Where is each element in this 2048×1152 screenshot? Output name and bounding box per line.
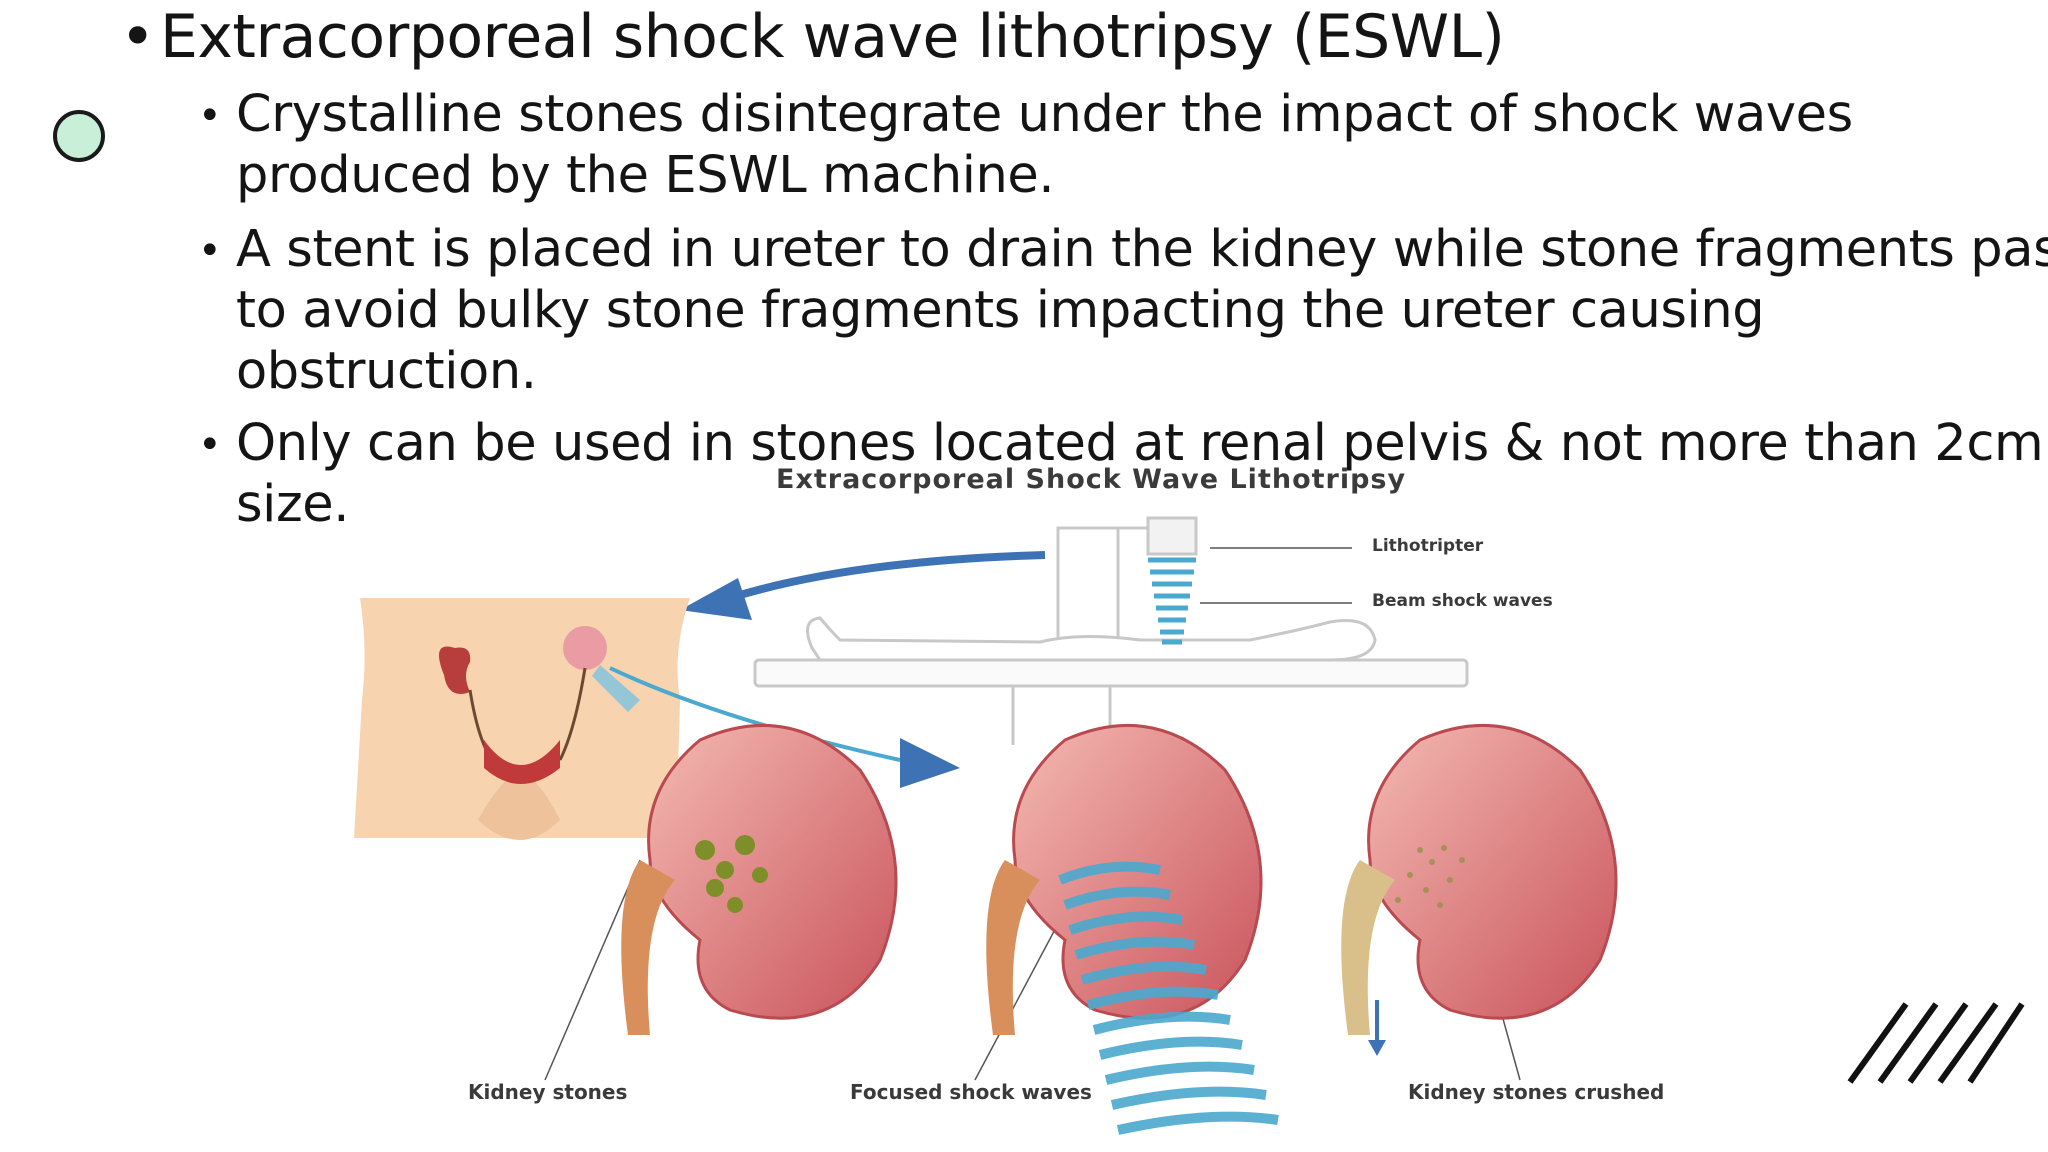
kidney-2 xyxy=(986,723,1263,1035)
label-lithotripter: Lithotripter xyxy=(1372,536,1484,556)
label-beam-shock-waves: Beam shock waves xyxy=(1372,591,1553,611)
bullet-dot: • xyxy=(198,93,222,139)
sub-bullet-3-line-2: size. xyxy=(236,475,350,534)
sub-bullet-2-line-3: obstruction. xyxy=(236,342,537,401)
sub-bullet-2-line-2: to avoid bulky stone fragments impacting… xyxy=(236,281,1765,340)
kidney-1 xyxy=(621,723,898,1035)
sub-bullet-2-line-1: A stent is placed in ureter to drain the… xyxy=(236,220,2048,279)
illustration-title: Extracorporeal Shock Wave Lithotripsy xyxy=(776,464,1407,495)
bullet-dot: • xyxy=(120,2,155,72)
arrow-to-body xyxy=(738,551,1046,599)
bullet-dot: • xyxy=(198,228,222,274)
torso xyxy=(354,598,690,840)
decorative-slashes-icon xyxy=(1847,1002,2025,1084)
kidney-3 xyxy=(1341,723,1618,1056)
arrow-to-kidney xyxy=(900,738,960,788)
bullet-dot: • xyxy=(198,422,222,468)
sub-bullet-3-line-1: Only can be used in stones located at re… xyxy=(236,414,2044,473)
lithotripter-machine xyxy=(753,516,1469,745)
slide-heading: Extracorporeal shock wave lithotripsy (E… xyxy=(160,2,1505,72)
beam-coil xyxy=(1148,557,1196,645)
label-kidney-stones-crushed: Kidney stones crushed xyxy=(1408,1080,1665,1104)
label-focused-shock-waves: Focused shock waves xyxy=(850,1080,1092,1104)
shock-waves xyxy=(1058,861,1279,1135)
eswl-illustration xyxy=(354,516,1618,1135)
decorative-circle-icon xyxy=(53,110,105,162)
arrow-head xyxy=(680,578,752,620)
sub-bullet-1-line-2: produced by the ESWL machine. xyxy=(236,146,1055,205)
sub-bullet-1-line-1: Crystalline stones disintegrate under th… xyxy=(236,85,1853,144)
label-kidney-stones: Kidney stones xyxy=(468,1080,628,1104)
